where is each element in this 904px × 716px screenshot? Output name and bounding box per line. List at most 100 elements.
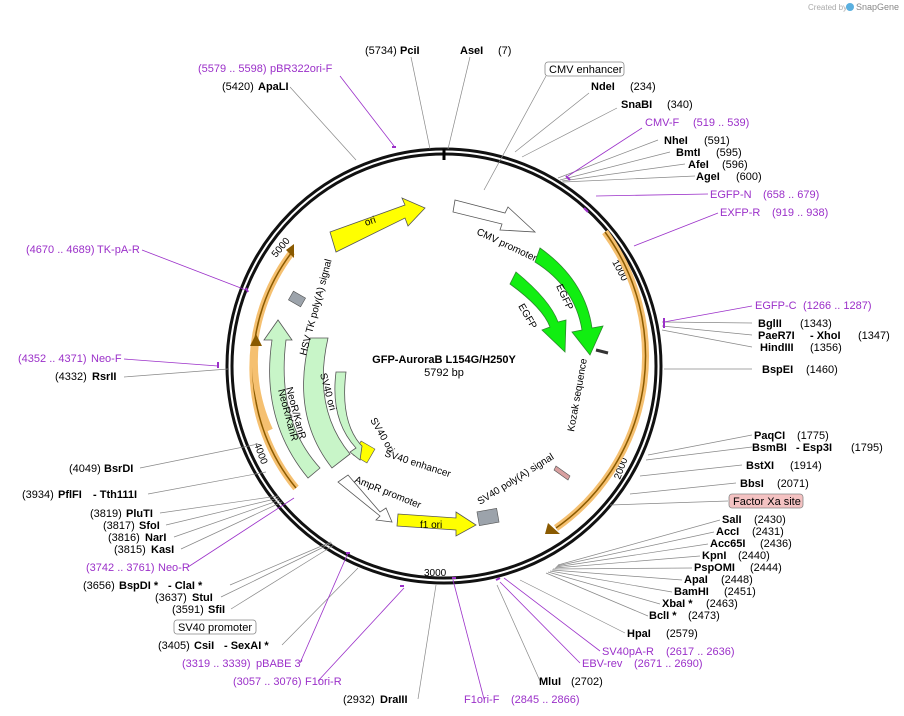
enzyme-label: BstXI	[746, 460, 774, 472]
primer-label: EXFP-R	[720, 207, 760, 219]
enzyme-pos: (3816)	[108, 532, 140, 544]
box-label: Factor Xa site	[733, 496, 801, 508]
enzyme-pos: (3591)	[172, 604, 204, 616]
enzyme-pos: (5420)	[222, 81, 254, 93]
enzyme-pos: (2430)	[754, 514, 786, 526]
enzyme-pos: (2440)	[738, 550, 770, 562]
enzyme-label: Acc65I	[710, 538, 745, 550]
feature-egfp-inner	[509, 271, 567, 353]
orange-arc-right-line	[555, 231, 647, 529]
enzyme-extra: - ClaI *	[168, 580, 203, 592]
orange-arcs	[249, 229, 650, 534]
enzyme-pos: (1343)	[800, 318, 832, 330]
enzyme-label: AfeI	[688, 159, 709, 171]
feature-egfp-outer	[534, 247, 604, 356]
primer-label: F1ori-R	[305, 676, 342, 688]
credit-brand: SnapGene	[856, 2, 899, 12]
enzyme-pos: (1775)	[797, 430, 829, 442]
enzyme-pos: (1460)	[806, 364, 838, 376]
feature-neokan-inner2	[303, 337, 351, 469]
feature-kozak-mark	[595, 348, 609, 355]
enzyme-label: BsrDI	[104, 463, 133, 475]
enzyme-pos: (2579)	[666, 628, 698, 640]
enzyme-label: HindIII	[760, 342, 794, 354]
feature-egfp-inner-label: EGFP	[515, 302, 538, 331]
enzyme-pos: (595)	[716, 147, 742, 159]
enzyme-label: BclI *	[649, 610, 677, 622]
enzyme-label: PspOMI	[694, 562, 735, 574]
enzyme-pos: (5734)	[365, 45, 397, 57]
enzyme-label: KpnI	[702, 550, 726, 562]
enzyme-pos: (234)	[630, 81, 656, 93]
primer-label: EBV-rev	[582, 658, 623, 670]
enzyme-label: NheI	[664, 135, 688, 147]
enzyme-label: SfoI	[139, 520, 160, 532]
enzyme-pos: (3815)	[114, 544, 146, 556]
enzyme-pos: (2473)	[688, 610, 720, 622]
enzyme-pos: (2463)	[706, 598, 738, 610]
enzyme-label: SfiI	[208, 604, 225, 616]
enzyme-pos: (3934)	[22, 489, 54, 501]
enzyme-pos: (1356)	[810, 342, 842, 354]
feature-ori	[329, 197, 426, 253]
box-label: CMV enhancer	[549, 64, 623, 76]
enzyme-label: SalI	[722, 514, 742, 526]
primer-pos: (919 .. 938)	[772, 207, 828, 219]
enzyme-pos: (3819)	[90, 508, 122, 520]
enzyme-extra: - Tth111I	[93, 489, 137, 501]
box-label: SV40 promoter	[178, 622, 252, 634]
enzyme-label: XbaI *	[662, 598, 693, 610]
enzyme-label: HpaI	[627, 628, 651, 640]
enzyme-label: PaqCI	[754, 430, 785, 442]
enzyme-pos: (4049)	[69, 463, 101, 475]
primer-pos: (658 .. 679)	[763, 189, 819, 201]
primer-label: TK-pA-R	[97, 244, 140, 256]
enzyme-label: BamHI	[674, 586, 709, 598]
plasmid-name: GFP-AuroraB L154G/H250Y	[372, 354, 516, 366]
snapgene-logo-icon	[846, 3, 854, 11]
backbone-inner	[230, 152, 658, 580]
enzyme-label: BglII	[758, 318, 782, 330]
primer-pos: (519 .. 539)	[693, 117, 749, 129]
primer-pos: (3742 .. 3761)	[86, 562, 155, 574]
primer-pos: (2671 .. 2690)	[634, 658, 703, 670]
enzyme-pos: (3656)	[83, 580, 115, 592]
box-cmv-enhancer	[544, 61, 625, 77]
primer-pos: (1266 .. 1287)	[803, 300, 872, 312]
primer-pos: (2617 .. 2636)	[666, 646, 735, 658]
enzyme-pos: (2451)	[724, 586, 756, 598]
enzyme-label: BspEI	[762, 364, 793, 376]
enzyme-extra: - Esp3I	[796, 442, 832, 454]
primer-pos: (5579 .. 5598)	[198, 63, 267, 75]
enzyme-pos: (2932)	[343, 694, 375, 706]
feature-neokan-inner	[334, 371, 363, 461]
enzyme-extra: - SexAI *	[224, 640, 269, 652]
enzyme-label: NarI	[145, 532, 166, 544]
orange-arrow-right-icon	[545, 523, 560, 534]
enzyme-pos: (340)	[667, 99, 693, 111]
enzyme-label: PluTI	[126, 508, 153, 520]
enzyme-pos: (3405)	[158, 640, 190, 652]
orange-arrow-left-icon	[286, 244, 294, 258]
primer-label: EGFP-N	[710, 189, 752, 201]
enzyme-pos: (1795)	[851, 442, 883, 454]
feature-cmv-promoter-label: CMV promoter	[475, 227, 539, 265]
primer-label: CMV-F	[645, 117, 680, 129]
enzyme-pos: (3637)	[155, 592, 187, 604]
primer-label: Neo-R	[158, 562, 190, 574]
primer-label: F1ori-F	[464, 694, 500, 706]
primer-label: pBABE 3'	[256, 658, 303, 670]
enzyme-label: ApaI	[684, 574, 708, 586]
enzyme-label: RsrII	[92, 371, 116, 383]
primer-pos: (3319 .. 3339)	[182, 658, 251, 670]
enzyme-pos: (3817)	[103, 520, 135, 532]
enzyme-extra: - XhoI	[810, 330, 841, 342]
enzyme-label: MluI	[539, 676, 561, 688]
enzyme-label: PaeR7I	[758, 330, 795, 342]
primer-label: EGFP-C	[755, 300, 797, 312]
feature-ori-label: ori	[363, 215, 377, 229]
enzyme-label: BspDI *	[119, 580, 159, 592]
enzyme-label: BbsI	[740, 478, 764, 490]
orange-arrow-small-icon	[250, 334, 262, 346]
primer-pos: (2845 .. 2866)	[511, 694, 580, 706]
